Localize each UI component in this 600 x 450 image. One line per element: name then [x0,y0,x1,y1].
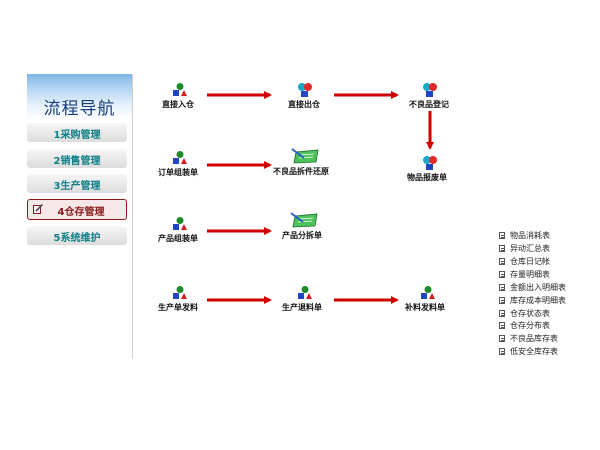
document-icon [499,297,505,304]
nav-item-label: 5系统维护 [53,233,101,244]
sidebar-header: 流程导航 [27,74,132,120]
node-product-disassembly[interactable]: 产品分拆单 [280,212,336,242]
report-label: 仓存状态表 [510,309,550,318]
report-label: 存量明细表 [510,270,550,279]
report-label: 低安全库存表 [510,347,558,356]
green-slip-pencil-icon [291,148,319,164]
report-label: 库存成本明细表 [510,296,566,305]
node-defect-register[interactable]: 不良品登记 [405,82,461,112]
colored-shapes-icon [173,217,187,230]
node-label: 直接出仓 [288,100,320,109]
report-label: 异动汇总表 [510,244,550,253]
node-defect-disassembly[interactable]: 不良品拆件还原 [272,148,342,178]
nav-item-system[interactable]: 5系统维护 [27,226,127,245]
node-label: 补料发料单 [405,303,445,312]
document-icon [499,271,505,278]
node-direct-out[interactable]: 直接出仓 [285,82,345,112]
nav-item-purchase[interactable]: 1采购管理 [27,123,127,142]
colored-shapes-icon [298,83,312,97]
document-icon [499,258,505,265]
colored-shapes-icon [298,286,312,299]
nav-item-label: 3生产管理 [53,181,101,192]
colored-shapes-icon [423,83,437,97]
document-icon [499,310,505,317]
report-label: 物品消耗表 [510,231,550,240]
report-label: 仓库日记帐 [510,257,550,266]
document-icon [499,335,505,342]
report-link[interactable]: 仓库日记帐 [499,256,589,268]
colored-shapes-icon [421,286,435,299]
node-label: 订单组装单 [158,168,198,177]
node-product-assembly[interactable]: 产品组装单 [155,216,215,246]
document-icon [499,348,505,355]
node-label: 物品报废单 [407,173,447,182]
report-link[interactable]: 不良品库存表 [499,333,589,345]
green-slip-pencil-icon [290,212,318,228]
sidebar: 流程导航 1采购管理 2销售管理 3生产管理 4仓存管理 5系统维护 [27,74,132,374]
document-icon [499,322,505,329]
colored-shapes-icon [173,286,187,299]
node-label: 不良品拆件还原 [273,167,329,176]
colored-shapes-icon [423,156,437,170]
report-label: 不良品库存表 [510,334,558,343]
document-icon [499,232,505,239]
report-link[interactable]: 低安全库存表 [499,346,589,358]
node-direct-in[interactable]: 直接入仓 [155,82,215,112]
document-icon [499,245,505,252]
nav-item-label: 2销售管理 [53,156,101,167]
report-link[interactable]: 仓存分布表 [499,320,589,332]
colored-shapes-icon [173,83,187,96]
report-link[interactable]: 库存成本明细表 [499,295,589,307]
nav-item-production[interactable]: 3生产管理 [27,174,127,193]
colored-shapes-icon [173,151,187,164]
nav-item-warehouse[interactable]: 4仓存管理 [27,199,127,220]
node-label: 不良品登记 [409,100,449,109]
report-link[interactable]: 异动汇总表 [499,243,589,255]
node-production-return[interactable]: 生产退料单 [280,285,336,315]
edit-icon [33,204,43,214]
document-icon [499,284,505,291]
node-label: 直接入仓 [162,100,194,109]
node-label: 产品组装单 [158,234,198,243]
node-label: 生产退料单 [282,303,322,312]
report-link[interactable]: 存量明细表 [499,269,589,281]
nav-item-label: 4仓存管理 [57,207,105,218]
report-link[interactable]: 仓存状态表 [499,308,589,320]
node-production-issue[interactable]: 生产单发料 [155,285,215,315]
nav-item-label: 1采购管理 [53,130,101,141]
report-label: 金额出入明细表 [510,283,566,292]
vertical-divider [132,74,133,359]
report-link[interactable]: 金额出入明细表 [499,282,589,294]
node-label: 产品分拆单 [282,231,322,240]
node-label: 生产单发料 [158,303,198,312]
nav-item-sales[interactable]: 2销售管理 [27,149,127,168]
node-supplement-issue[interactable]: 补料发料单 [403,285,459,315]
report-link[interactable]: 物品消耗表 [499,230,589,242]
node-order-assembly[interactable]: 订单组装单 [155,150,215,180]
report-label: 仓存分布表 [510,321,550,330]
sidebar-title: 流程导航 [43,99,116,119]
node-item-scrap[interactable]: 物品报废单 [405,155,461,185]
